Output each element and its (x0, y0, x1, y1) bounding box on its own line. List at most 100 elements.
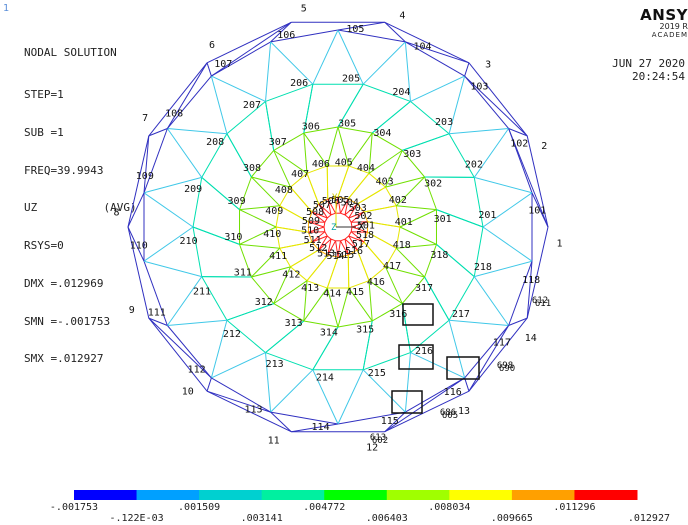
mesh-edge (290, 186, 313, 213)
mesh-edge (363, 83, 411, 102)
mesh-edge (385, 247, 397, 268)
node-label: 3 (485, 60, 491, 71)
mesh-edge (318, 249, 328, 256)
mesh-edge (192, 226, 203, 277)
mesh-edge (348, 132, 373, 167)
node-label: 217 (452, 309, 470, 320)
mesh-edge (239, 243, 280, 249)
mesh-edge (371, 101, 411, 134)
mesh-edge (464, 62, 470, 77)
mesh-edge (265, 83, 313, 102)
mesh-edge (399, 226, 437, 245)
node-label: 413 (301, 283, 319, 294)
mesh-edge (311, 211, 326, 223)
mesh-edge (239, 244, 252, 278)
mesh-edge (312, 29, 339, 85)
mesh-edge (323, 226, 326, 232)
node-label: 9 (129, 305, 135, 316)
mesh-edge (143, 128, 168, 193)
node-label: 405 (335, 157, 353, 168)
mesh-edge (410, 319, 450, 353)
info-line: STEP=1 (24, 87, 64, 101)
mesh-edge (356, 249, 370, 281)
mesh-edge (201, 276, 228, 321)
mesh-edge (307, 232, 313, 243)
mesh-edge (335, 240, 339, 258)
mesh-edge (143, 260, 202, 278)
mesh-edge (474, 260, 533, 278)
mesh-edge (363, 232, 369, 243)
node-label: 514 (327, 251, 345, 262)
mesh-edge (251, 176, 281, 207)
mesh-edge (344, 235, 350, 240)
legend-top-label: .001509 (178, 502, 220, 513)
mesh-edge (251, 150, 275, 178)
node-label: 205 (342, 74, 360, 85)
mesh-edge (303, 287, 328, 322)
mesh-edge (348, 280, 370, 289)
mesh-edge (306, 173, 320, 205)
info-line: NODAL SOLUTION (24, 46, 117, 60)
node-label: 513 (317, 248, 335, 259)
node-label: 6 (209, 40, 215, 51)
mesh-edge (436, 243, 475, 277)
mesh-edge (473, 276, 510, 326)
mesh-edge (270, 21, 292, 43)
node-label: 116 (444, 387, 462, 398)
mesh-edge (402, 133, 450, 151)
mesh-edge (337, 29, 406, 43)
mesh-edge (324, 217, 328, 223)
node-label: 4 (399, 11, 405, 22)
mesh-edge (327, 198, 332, 215)
node-label: 202 (465, 160, 483, 171)
mesh-edge (337, 126, 350, 167)
node-label: 113 (244, 404, 262, 415)
node-label: 206 (290, 78, 308, 89)
mesh-edge (410, 101, 450, 135)
mesh-edge (468, 62, 528, 137)
legend-top-label: .008034 (428, 502, 470, 513)
mesh-edge (350, 231, 365, 243)
legend-color-band (324, 490, 388, 500)
mesh-edge (362, 41, 406, 85)
mesh-edge (410, 352, 465, 379)
mesh-edge (303, 320, 339, 328)
mesh-edge (148, 317, 168, 326)
mesh-edge (395, 176, 425, 207)
mesh-edge (330, 238, 336, 242)
mesh-edge (367, 221, 401, 228)
side-node-label: 611 (535, 299, 551, 309)
mesh-edge (337, 196, 349, 200)
node-label: 505 (331, 195, 349, 206)
mesh-edge (265, 41, 272, 102)
node-label: 108 (165, 108, 183, 119)
mesh-edge (337, 411, 406, 425)
node-label: 109 (136, 171, 154, 182)
node-labels: 5015025035045055065075085095105115125135… (114, 4, 563, 454)
mesh-edge (270, 411, 339, 425)
legend-color-band (574, 490, 638, 500)
node-label: 402 (389, 195, 407, 206)
node-label: 515 (336, 250, 354, 261)
node-label: 213 (266, 359, 284, 370)
node-highlight-boxes (391, 303, 480, 414)
mesh-edge (226, 133, 252, 178)
mesh-edge (351, 226, 368, 233)
mesh-edge (206, 377, 212, 392)
node-label: 111 (148, 308, 166, 319)
mesh-edge (347, 255, 350, 289)
node-label: 104 (413, 42, 431, 53)
mesh-edge (348, 211, 365, 219)
node-label: 102 (510, 138, 528, 149)
time-text: 20:24:54 (632, 69, 685, 83)
mesh-edge (270, 411, 292, 433)
mesh-edge (395, 226, 401, 249)
mesh-edge (424, 176, 437, 210)
node-label: 304 (373, 128, 391, 139)
mesh-edge (350, 226, 353, 232)
info-line: FREQ=39.9943 (24, 163, 104, 177)
mesh-edge (192, 177, 203, 228)
legend-color-band (449, 490, 513, 500)
